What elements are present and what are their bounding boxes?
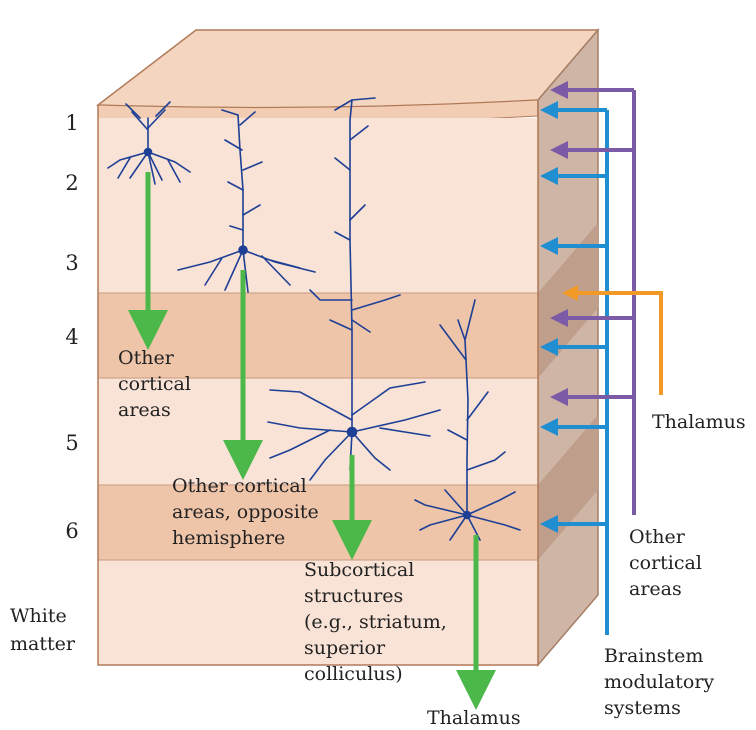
- layer-boundaries: [98, 292, 538, 561]
- front-layer-5: [98, 378, 538, 485]
- front-layer-6: [98, 485, 538, 560]
- input-brainstem-label-1: Brainstem: [604, 645, 703, 667]
- target-thalamus-bottom: Thalamus: [427, 707, 521, 729]
- input-thalamus-label: Thalamus: [652, 411, 746, 433]
- input-cortical-label-2: cortical: [629, 552, 702, 574]
- layer-label-3: 3: [65, 251, 78, 275]
- block-top-face: [95, 29, 600, 109]
- front-layer-4: [98, 293, 538, 378]
- target-subcortical-5: colliculus): [304, 663, 403, 685]
- layer-label-4: 4: [65, 325, 78, 349]
- input-cortical-label-1: Other: [629, 526, 686, 548]
- brainstem-inputs: [556, 108, 609, 635]
- neuron-layer2: [107, 101, 191, 185]
- thalamus-input: [576, 291, 663, 395]
- input-brainstem-label-3: systems: [604, 697, 681, 719]
- neuron-layer3: [177, 109, 316, 293]
- target-opposite-3: hemisphere: [172, 527, 285, 549]
- target-opposite-1: Other cortical: [172, 475, 307, 497]
- input-brainstem-label-2: modulatory: [604, 671, 714, 693]
- layer-label-5: 5: [65, 431, 78, 455]
- target-subcortical-2: structures: [304, 585, 403, 607]
- block-outline: [97, 100, 539, 666]
- thalamus-arrowhead: [562, 285, 578, 301]
- neuron-layer5: [267, 97, 441, 481]
- side-band-layer4: [538, 223, 598, 378]
- target-other-cortical-2: cortical: [118, 373, 191, 395]
- target-opposite-2: areas, opposite: [172, 501, 319, 523]
- target-other-cortical-1: Other: [118, 347, 175, 369]
- cortical-arrowheads: [550, 81, 568, 406]
- front-white-matter: [98, 560, 538, 665]
- brainstem-arrowheads: [540, 101, 558, 533]
- target-subcortical-1: Subcortical: [304, 559, 414, 581]
- layer-label-2: 2: [65, 171, 78, 195]
- target-other-cortical-3: areas: [118, 399, 171, 421]
- cortical-inputs: [566, 88, 636, 515]
- output-arrows: [128, 172, 496, 710]
- target-subcortical-3: (e.g., striatum,: [304, 611, 447, 633]
- white-matter-label-2: matter: [10, 633, 76, 655]
- front-layer-1-3: [98, 118, 538, 293]
- white-matter-label-1: White: [10, 605, 67, 627]
- input-cortical-label-3: areas: [629, 578, 682, 600]
- neurons: [107, 97, 521, 541]
- neuron-layer6: [414, 299, 521, 541]
- layer-label-1: 1: [65, 111, 78, 135]
- target-subcortical-4: superior: [304, 637, 386, 659]
- layer-label-6: 6: [65, 519, 78, 543]
